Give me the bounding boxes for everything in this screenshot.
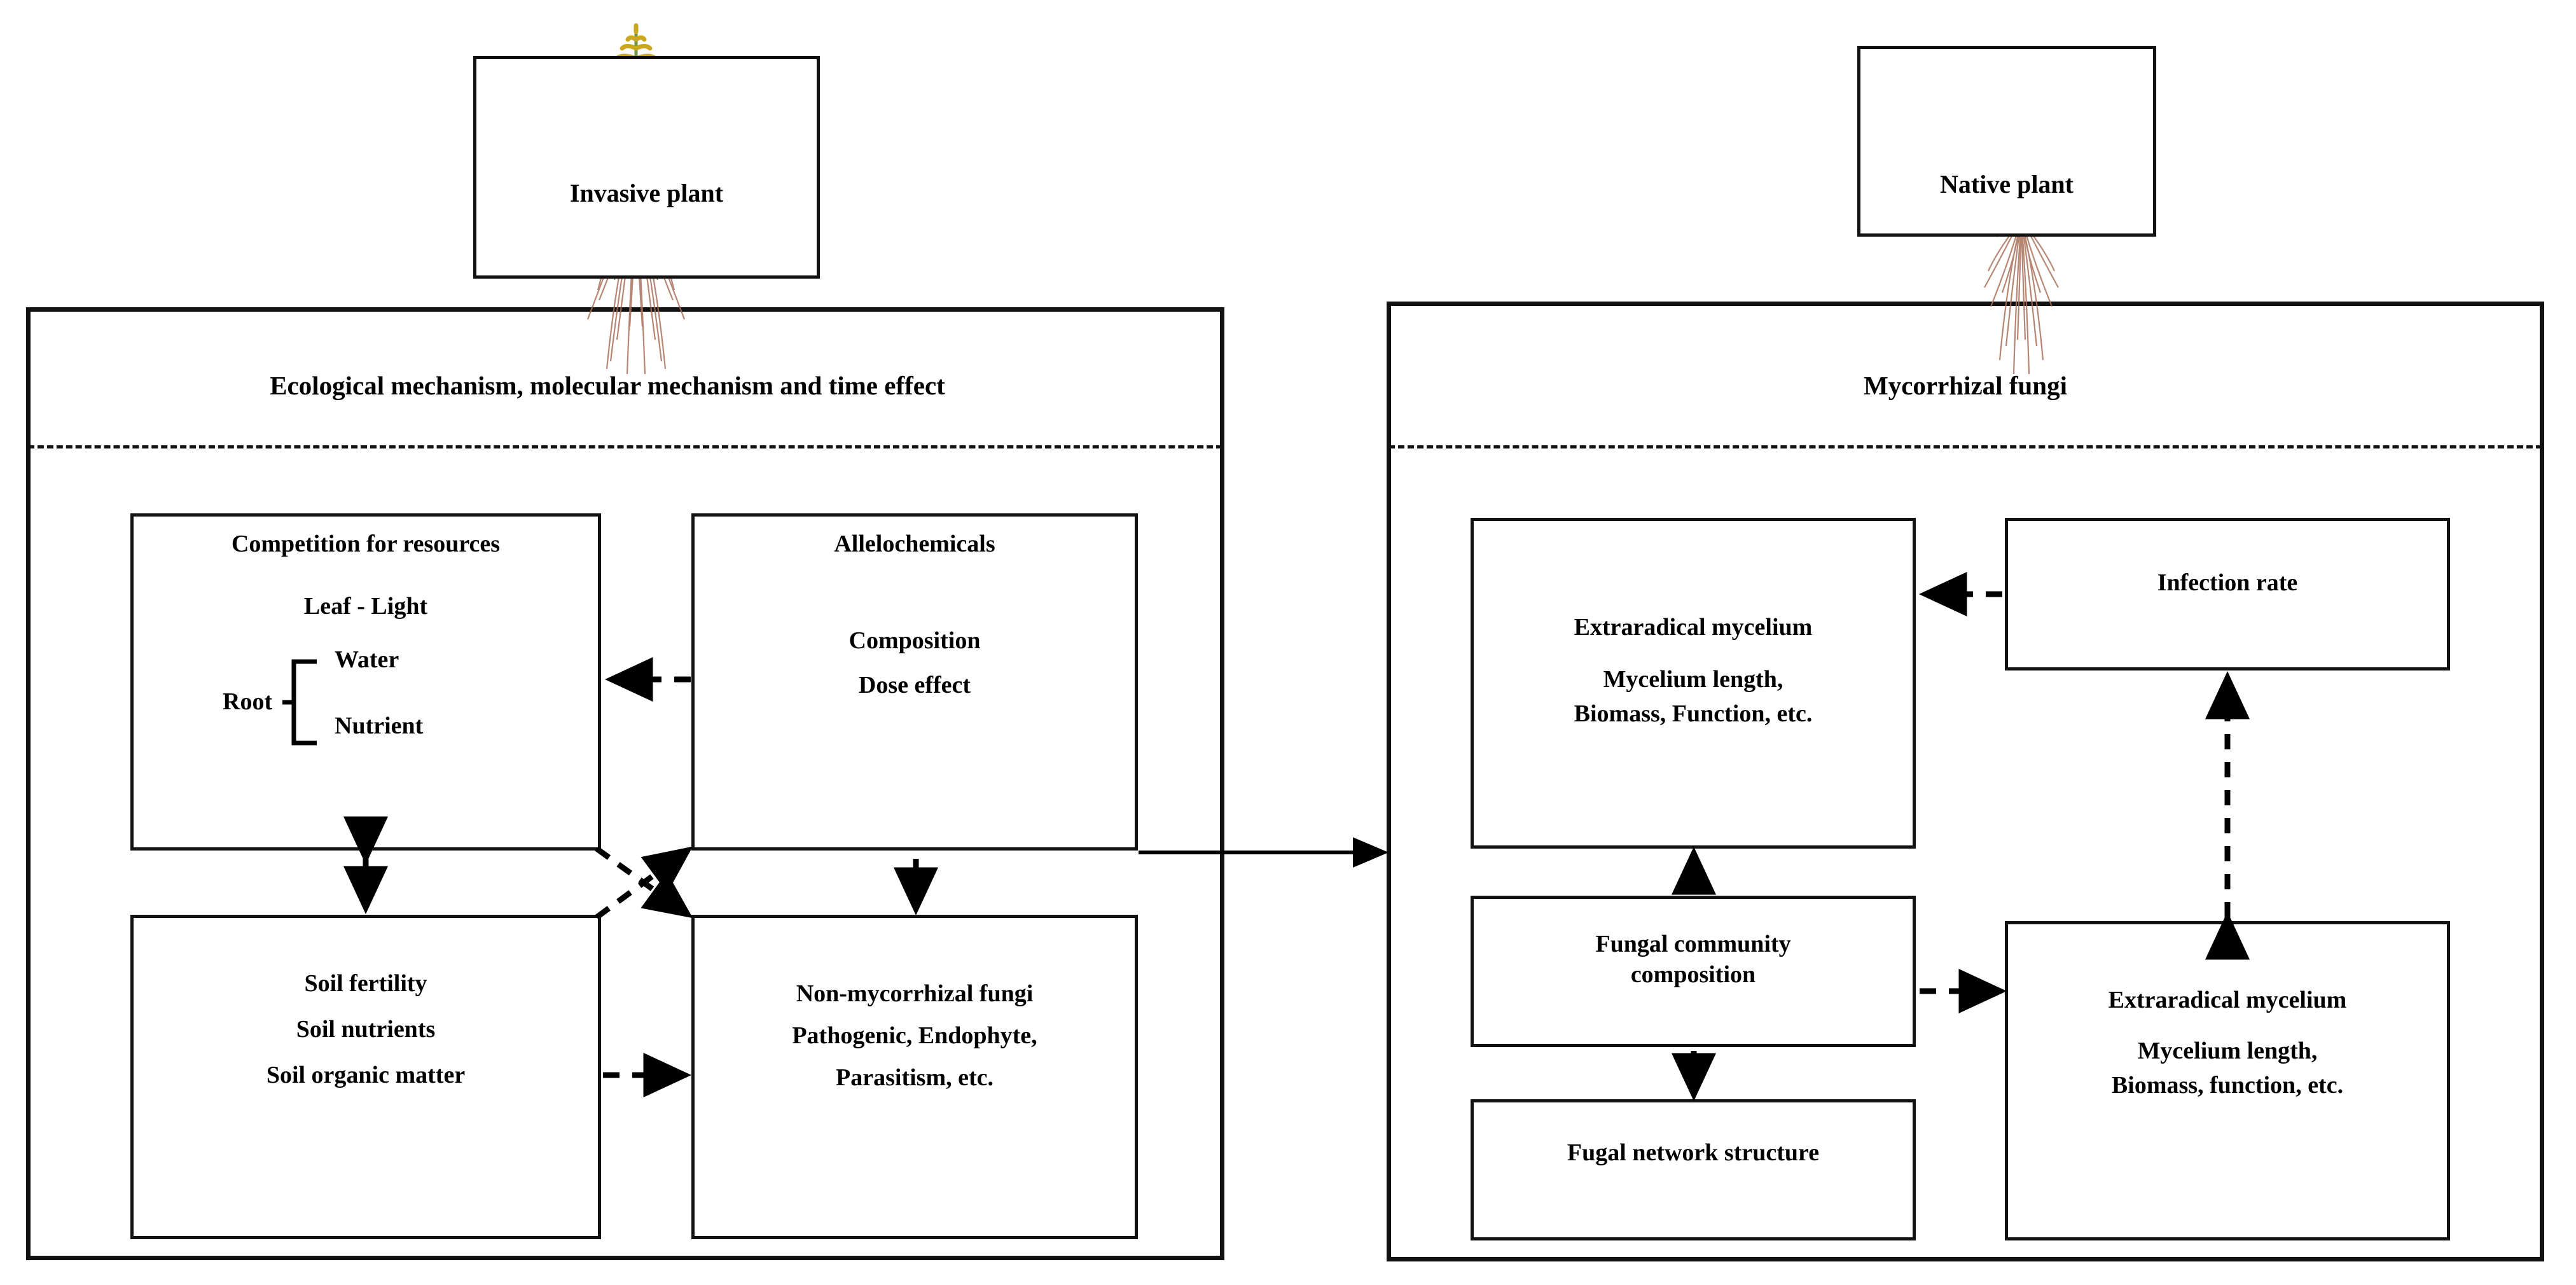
right-panel-title: Mycorrhizal fungi: [1864, 371, 2067, 400]
competition-bracket-water: Water: [335, 646, 399, 673]
extraradical-mycelium-bottom-box: Extraradical mycelium Mycelium length, B…: [2005, 921, 2450, 1240]
allelochemicals-line-composition: Composition: [848, 627, 981, 654]
mycelium-top-line-length: Mycelium length,: [1603, 665, 1783, 693]
nonmyco-line-title: Non-mycorrhizal fungi: [796, 980, 1034, 1007]
infection-rate-box: Infection rate: [2005, 518, 2450, 670]
mycelium-top-line-title: Extraradical mycelium: [1574, 614, 1813, 641]
nonmycorrhizal-fungi-box: Non-mycorrhizal fungi Pathogenic, Endoph…: [691, 915, 1138, 1239]
soil-line-nutrients: Soil nutrients: [296, 1015, 436, 1043]
allelochemicals-box: Allelochemicals Composition Dose effect: [691, 513, 1138, 851]
competition-root-label: Root: [223, 688, 273, 715]
left-panel-divider: [28, 445, 1222, 448]
extraradical-mycelium-top-box: Extraradical mycelium Mycelium length, B…: [1471, 518, 1916, 849]
right-panel: [1387, 302, 2544, 1261]
fungal-network-line: Fugal network structure: [1567, 1139, 1820, 1166]
soil-line-organic-matter: Soil organic matter: [266, 1061, 466, 1088]
fungal-community-line-1: Fungal community: [1595, 931, 1791, 957]
native-plant-box: [1857, 46, 2156, 237]
invasive-plant-box: [473, 56, 820, 279]
mycelium-bottom-line-biomass: Biomass, function, etc.: [2111, 1071, 2344, 1099]
left-panel-title: Ecological mechanism, molecular mechanis…: [270, 371, 945, 400]
invasive-plant-label: Invasive plant: [569, 179, 724, 207]
fungal-network-box: Fugal network structure: [1471, 1099, 1916, 1240]
fungal-community-line-2: composition: [1630, 961, 1756, 988]
mycelium-bottom-line-title: Extraradical mycelium: [2108, 987, 2347, 1013]
infection-rate-line: Infection rate: [2157, 569, 2298, 596]
competition-line-light: Leaf - Light: [303, 592, 428, 620]
nonmyco-line-parasitism: Parasitism, etc.: [836, 1064, 994, 1091]
mycelium-top-line-biomass: Biomass, Function, etc.: [1574, 700, 1813, 727]
root-bracket-icon: [282, 659, 317, 746]
right-panel-divider: [1388, 445, 2542, 448]
allelochemicals-heading: Allelochemicals: [834, 531, 995, 557]
fungal-community-box: Fungal community composition: [1471, 896, 1916, 1047]
native-plant-label: Native plant: [1940, 170, 2074, 198]
competition-heading: Competition for resources: [231, 531, 501, 557]
mycelium-bottom-line-length: Mycelium length,: [2137, 1037, 2318, 1064]
allelochemicals-line-dose: Dose effect: [858, 671, 971, 698]
competition-box: Competition for resources Leaf - Light R…: [130, 513, 601, 851]
nonmyco-line-types: Pathogenic, Endophyte,: [792, 1022, 1037, 1049]
soil-line-fertility: Soil fertility: [304, 970, 427, 997]
soil-box: Soil fertility Soil nutrients Soil organ…: [130, 915, 601, 1239]
competition-bracket-nutrient: Nutrient: [335, 712, 424, 739]
